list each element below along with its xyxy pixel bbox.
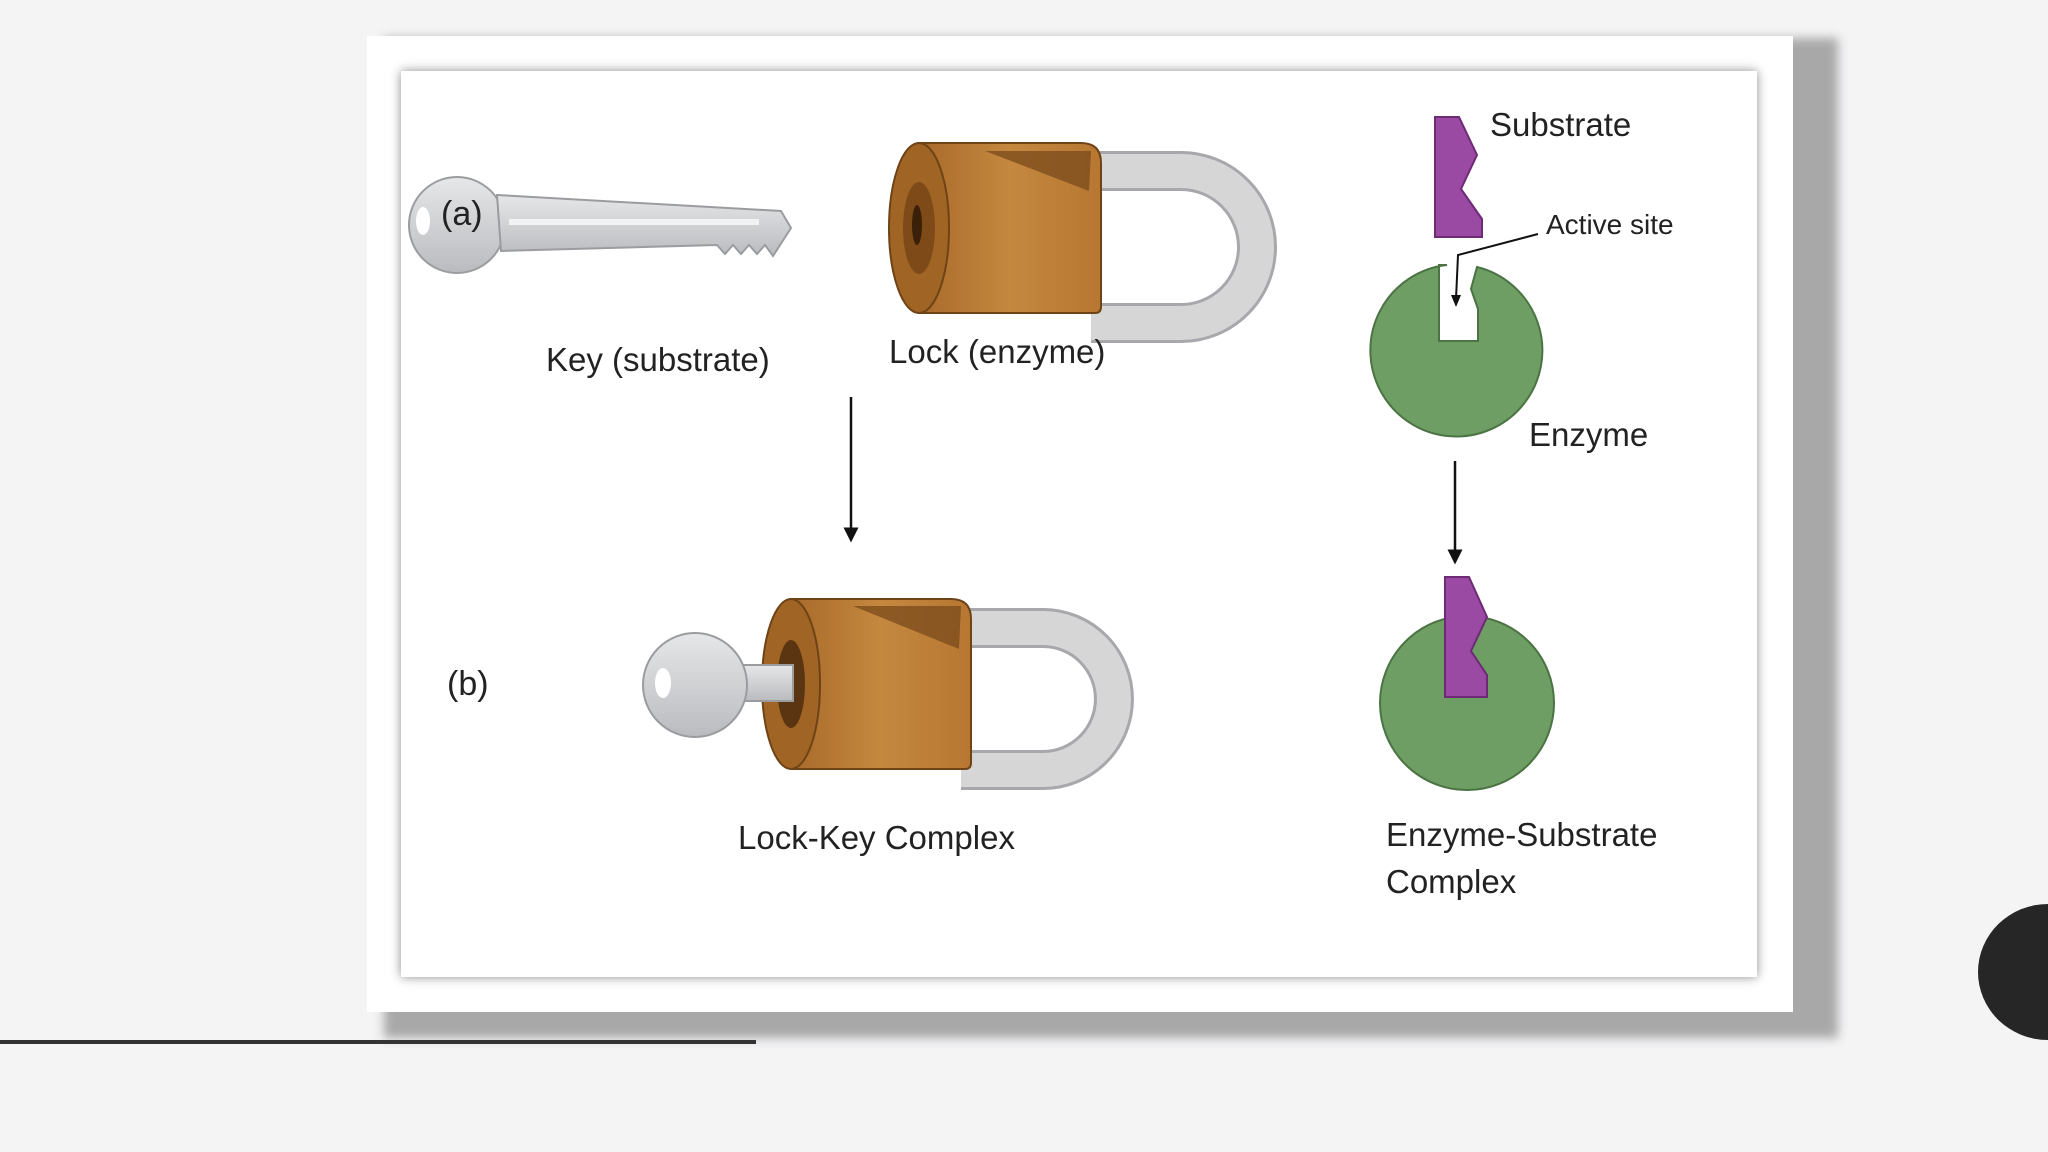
lock-key-complex-label: Lock-Key Complex [738, 819, 1015, 856]
label-b: (b) [447, 665, 489, 703]
enzyme-label: Enzyme [1529, 416, 1649, 453]
slide-corner-circle [1978, 904, 2048, 1040]
enzyme-shape-icon [1369, 264, 1544, 438]
key-icon [408, 176, 793, 274]
lock-and-key-figure: (a) (b) Key (substrate) Lock (enzyme) Lo… [401, 71, 1757, 977]
padlock-icon [888, 142, 1277, 343]
figure-drawing [408, 116, 1555, 791]
enzyme-substrate-complex-icon [1379, 576, 1555, 791]
key-label: Key (substrate) [546, 341, 770, 378]
active-site-pointer [1455, 233, 1539, 300]
label-a: (a) [441, 195, 483, 233]
lock-label: Lock (enzyme) [889, 333, 1106, 370]
enzyme-substrate-complex-label-line2: Complex [1386, 863, 1517, 900]
substrate-shape-icon [1434, 116, 1483, 238]
active-site-label: Active site [1546, 209, 1674, 240]
enzyme-substrate-complex-label-line1: Enzyme-Substrate [1386, 816, 1658, 853]
lock-with-key-icon [642, 598, 1134, 790]
slide-accent-line [0, 1040, 756, 1044]
substrate-label: Substrate [1490, 106, 1632, 143]
